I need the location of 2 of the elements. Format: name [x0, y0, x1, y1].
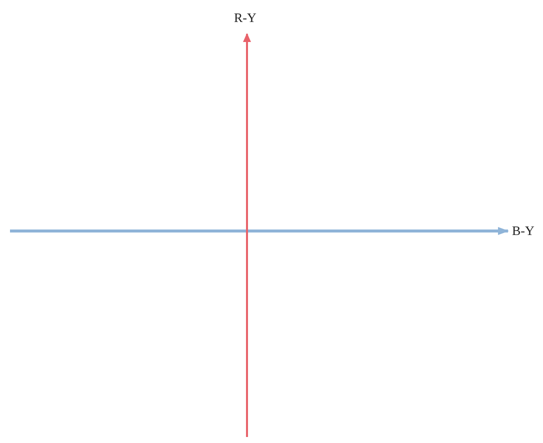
axis-label: R-Y	[234, 10, 256, 25]
axis-label: B-Y	[512, 223, 534, 238]
